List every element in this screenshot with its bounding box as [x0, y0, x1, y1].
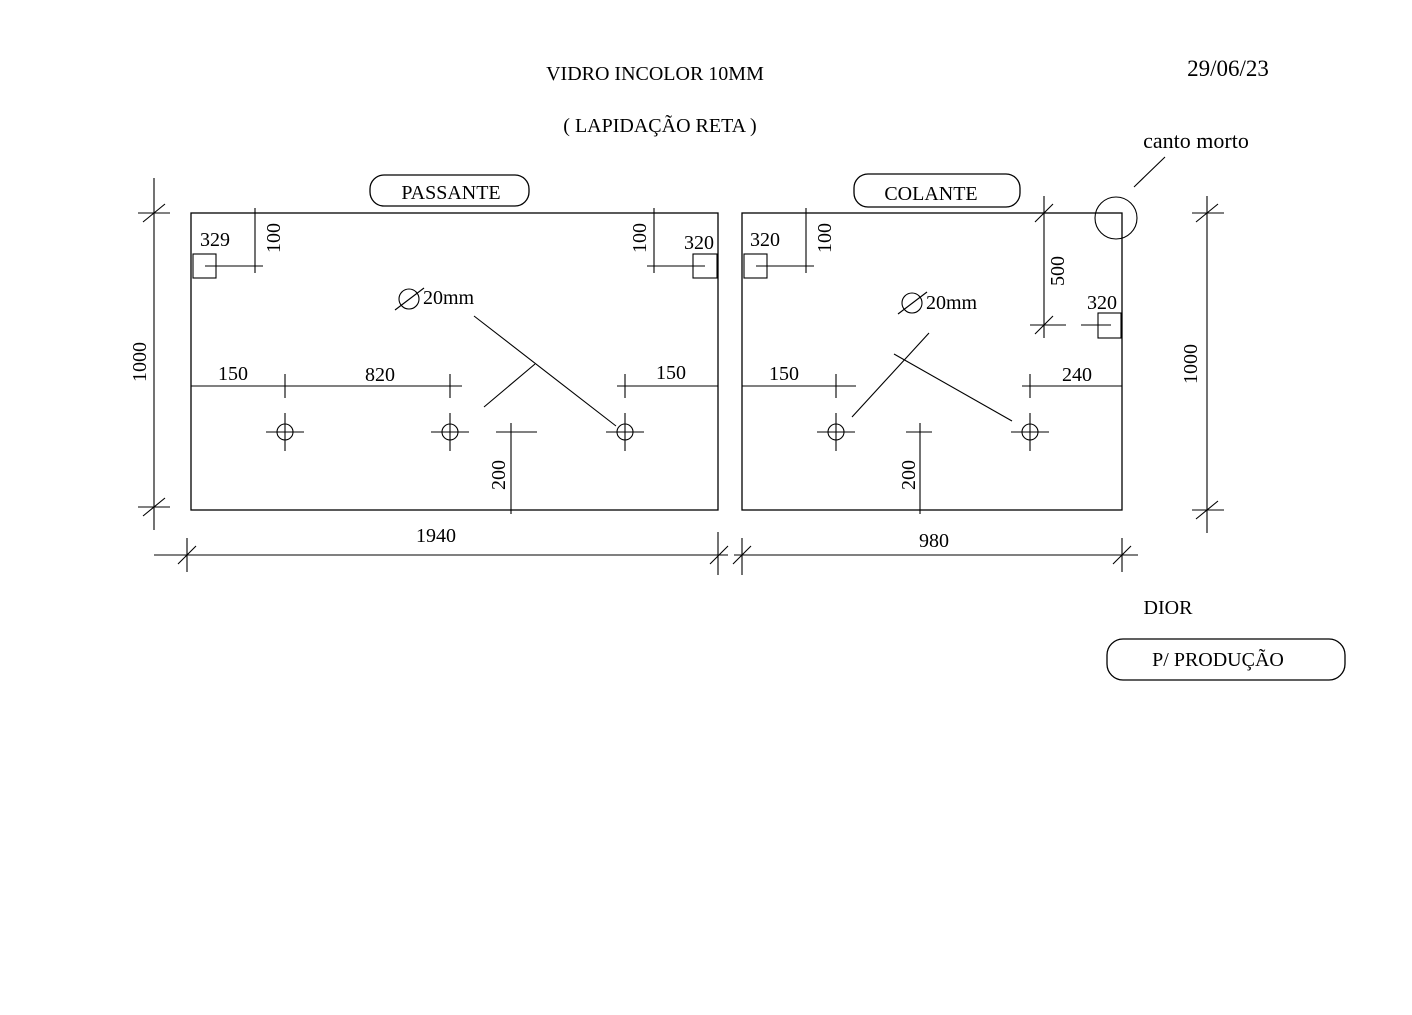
drawing-title: VIDRO INCOLOR 10MM: [546, 63, 764, 85]
panel-colante-hole-right-offset: 240: [1062, 364, 1092, 386]
panel-colante-cutout-tl-width: 320: [750, 229, 780, 251]
panel-passante-outline: [190, 212, 719, 511]
panel-passante-cutout-tl-width: 329: [200, 229, 230, 251]
panel-colante-overall-width: 980: [919, 530, 949, 552]
panel-passante-overall-width: 1940: [416, 525, 456, 547]
client-name: DIOR: [1144, 597, 1194, 619]
corner-note-marker: [1094, 196, 1138, 240]
panel-colante: COLANTE 320 100 500 320 20mm 150 240: [732, 128, 1249, 575]
panel-passante-cutout-tr-height: 100: [629, 223, 651, 253]
panel-colante-overall-height: 1000: [1180, 344, 1202, 384]
panel-colante-cutout-tl-height: 100: [814, 223, 836, 253]
panel-colante-hole-diameter: 20mm: [926, 292, 978, 314]
panel-passante-overall-height: 1000: [129, 342, 151, 382]
panel-colante-cutout-right-width: 320: [1087, 292, 1117, 314]
panel-passante: PASSANTE 329 100 100 320 20mm 150 820 15…: [129, 174, 729, 575]
hole-marker: [606, 413, 644, 451]
diameter-symbol: [398, 288, 420, 310]
drawing-date: 29/06/23: [1187, 56, 1269, 81]
corner-note: canto morto: [1143, 128, 1249, 153]
panel-colante-outline: [741, 212, 1123, 511]
hole-marker: [817, 413, 855, 451]
diameter-symbol: [901, 292, 923, 314]
status-badge: P/ PRODUÇÃO: [1152, 647, 1284, 671]
panel-colante-cutout-right-offset: 500: [1047, 256, 1069, 286]
hole-marker: [266, 413, 304, 451]
panel-passante-hole-left-offset: 150: [218, 363, 248, 385]
panel-passante-label-box: [369, 174, 530, 207]
panel-passante-hole-spacing: 820: [365, 364, 395, 386]
panel-colante-label-box: [853, 173, 1021, 208]
panel-colante-label: COLANTE: [884, 183, 977, 205]
status-badge-box: [1106, 638, 1346, 681]
panel-passante-cutout-tr-width: 320: [684, 232, 714, 254]
panel-passante-label: PASSANTE: [401, 182, 500, 204]
drawing-subtitle: ( LAPIDAÇÃO RETA ): [563, 113, 756, 137]
panel-passante-hole-height: 200: [488, 460, 510, 490]
hole-marker: [1011, 413, 1049, 451]
panel-passante-hole-right-offset: 150: [656, 362, 686, 384]
panel-colante-hole-left-offset: 150: [769, 363, 799, 385]
panel-passante-hole-diameter: 20mm: [423, 287, 475, 309]
panel-colante-hole-height: 200: [898, 460, 920, 490]
hole-marker: [431, 413, 469, 451]
panel-passante-cutout-tl-height: 100: [263, 223, 285, 253]
